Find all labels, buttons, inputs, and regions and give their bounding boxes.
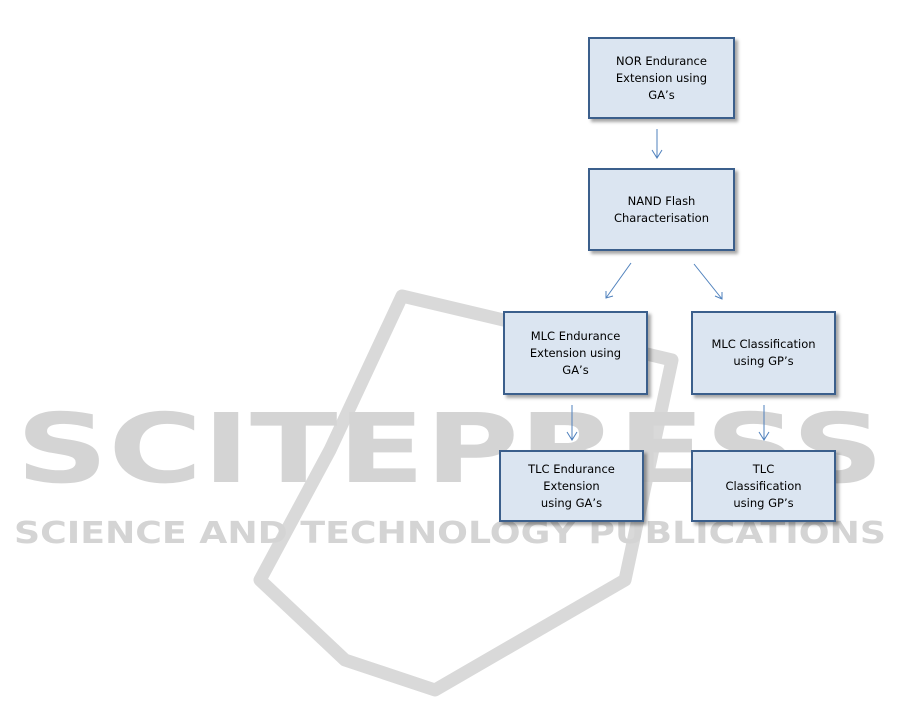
node-nand-flash-characterisation: NAND Flash Characterisation (588, 168, 735, 251)
edge-nor-nand (652, 129, 662, 158)
edge-mlc-endurance-tlc (567, 405, 577, 440)
node-tlc-classification: TLC Classification using GP’s (691, 450, 836, 522)
node-label: NAND Flash Characterisation (590, 193, 733, 227)
node-nor-endurance-extension: NOR Endurance Extension using GA’s (588, 37, 735, 119)
node-label: MLC Classification using GP’s (693, 336, 834, 370)
node-label: TLC Classification using GP’s (693, 461, 834, 512)
edge-nand-mlc-endurance (606, 263, 631, 298)
node-mlc-endurance-extension: MLC Endurance Extension using GA’s (503, 311, 648, 395)
node-tlc-endurance-extension: TLC Endurance Extension using GA’s (499, 450, 644, 522)
edge-mlc-classification-tlc (759, 405, 769, 440)
node-label: TLC Endurance Extension using GA’s (501, 461, 642, 512)
node-label: MLC Endurance Extension using GA’s (505, 328, 646, 379)
edge-nand-mlc-classification (694, 264, 722, 299)
node-label: NOR Endurance Extension using GA’s (590, 53, 733, 104)
node-mlc-classification: MLC Classification using GP’s (691, 311, 836, 395)
